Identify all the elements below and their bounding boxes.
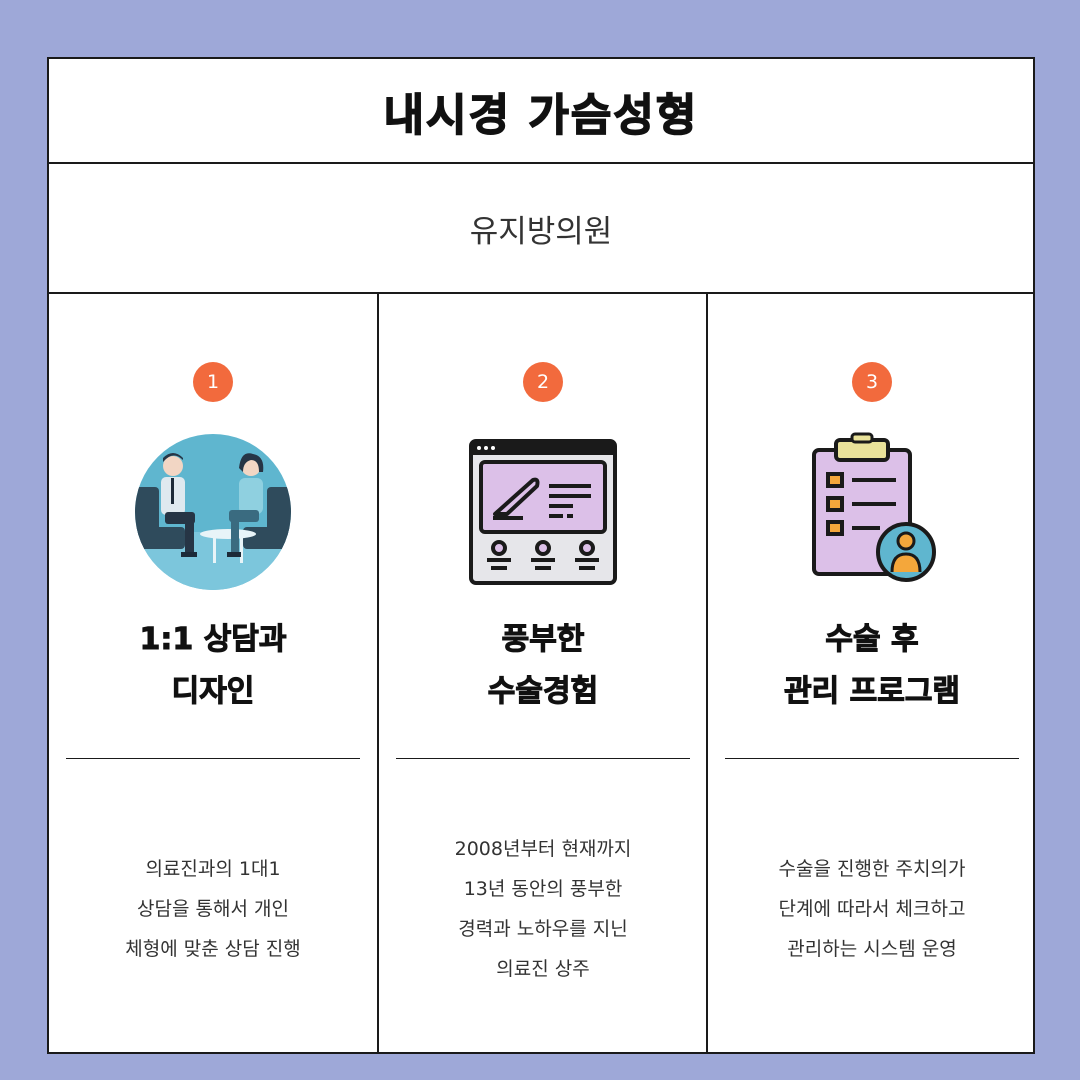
info-card: 내시경 가슴성형 유지방의원 1: [47, 57, 1035, 1054]
divider: [396, 758, 690, 759]
feature-heading: 1:1 상담과 디자인: [139, 622, 287, 710]
feature-description: 의료진과의 1대1 상담을 통해서 개인 체형에 맞춘 상담 진행: [125, 858, 301, 960]
subtitle-row: 유지방의원: [49, 164, 1033, 294]
consultation-illustration-icon: [133, 432, 293, 592]
clinic-name: 유지방의원: [469, 213, 613, 250]
feature-heading: 수술 후 관리 프로그램: [783, 622, 961, 710]
feature-column-aftercare: 3 수술 후 관리 프로그램: [706, 294, 1036, 1052]
feature-column-consultation: 1: [49, 294, 377, 1052]
step-badge: 2: [523, 362, 563, 402]
page-title: 내시경 가슴성형: [383, 89, 699, 142]
feature-description: 2008년부터 현재까지 13년 동안의 풍부한 경력과 노하우를 지닌 의료진…: [454, 838, 632, 980]
clipboard-checklist-icon: [792, 432, 952, 592]
feature-heading: 풍부한 수술경험: [487, 622, 599, 710]
step-badge: 1: [193, 362, 233, 402]
title-row: 내시경 가슴성형: [49, 59, 1033, 164]
divider: [66, 758, 360, 759]
surgery-screen-icon: [463, 432, 623, 592]
divider: [725, 758, 1019, 759]
feature-column-experience: 2: [377, 294, 707, 1052]
step-badge: 3: [852, 362, 892, 402]
feature-description: 수술을 진행한 주치의가 단계에 따라서 체크하고 관리하는 시스템 운영: [778, 858, 966, 960]
